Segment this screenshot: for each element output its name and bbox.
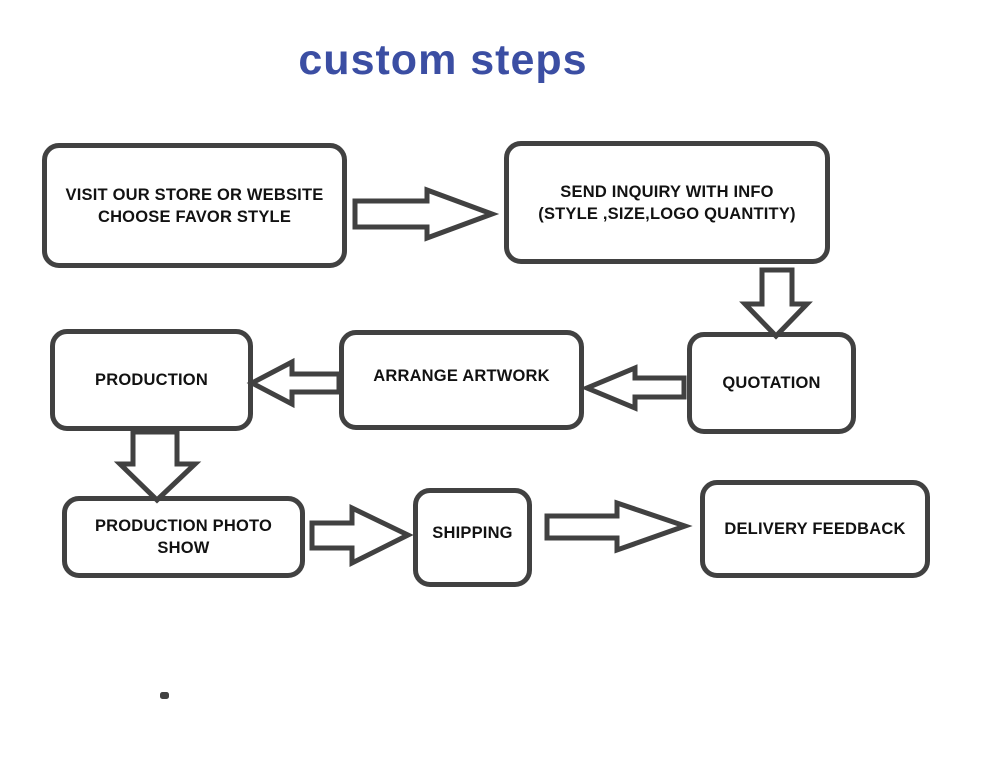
node-label: SHIPPING: [432, 523, 513, 542]
node-label: ARRANGE ARTWORK: [373, 367, 550, 385]
node-label: SEND INQUIRY WITH INFO: [560, 182, 774, 201]
node-quotation: QUOTATION: [687, 332, 856, 434]
arrow-artwork-to-production-icon: [246, 357, 342, 409]
node-label: CHOOSE FAVOR STYLE: [97, 207, 292, 226]
page-title: custom steps: [298, 36, 588, 84]
node-production: PRODUCTION: [50, 329, 253, 431]
node-label: DELIVERY FEEDBACK: [724, 520, 906, 538]
node-send-inquiry: SEND INQUIRY WITH INFO (STYLE ,SIZE,LOGO…: [504, 141, 830, 264]
arrow-photo-show-to-shipping-icon: [309, 504, 414, 568]
node-visit-store: VISIT OUR STORE OR WEBSITE CHOOSE FAVOR …: [42, 143, 347, 268]
node-label: QUOTATION: [722, 374, 821, 392]
arrow-visit-to-inquiry-icon: [352, 186, 500, 242]
arrow-quotation-to-artwork-icon: [580, 364, 687, 412]
node-label: PRODUCTION PHOTO: [94, 517, 273, 535]
node-shipping: SHIPPING: [413, 488, 532, 587]
arrow-shipping-to-delivery-icon: [544, 499, 693, 554]
node-label: VISIT OUR STORE OR WEBSITE: [65, 185, 324, 204]
node-label: PRODUCTION: [95, 371, 208, 389]
stray-dot: [160, 692, 169, 699]
node-arrange-artwork: ARRANGE ARTWORK: [339, 330, 584, 430]
arrow-inquiry-to-quotation-icon: [739, 267, 813, 340]
node-label: (STYLE ,SIZE,LOGO QUANTITY): [538, 204, 796, 223]
node-label: SHOW: [157, 539, 210, 557]
node-delivery-feedback: DELIVERY FEEDBACK: [700, 480, 930, 578]
arrow-production-to-photo-show-icon: [113, 429, 202, 504]
node-production-photo-show: PRODUCTION PHOTO SHOW: [62, 496, 305, 578]
